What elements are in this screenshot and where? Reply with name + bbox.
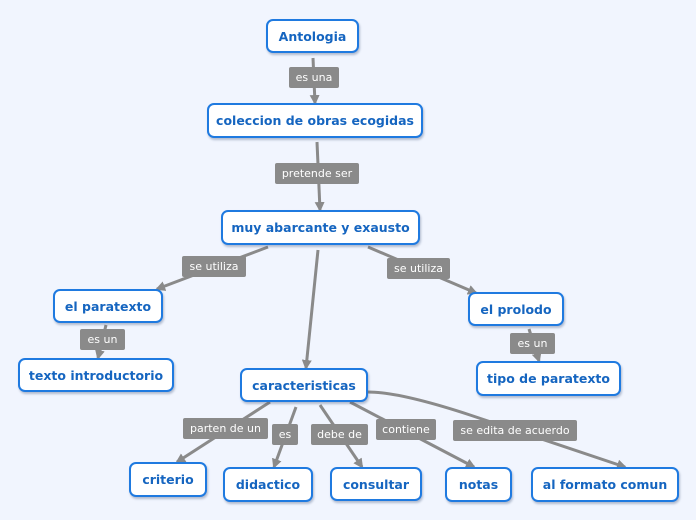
link-label-contiene[interactable]: contiene bbox=[376, 419, 436, 440]
link-label-es[interactable]: es bbox=[272, 424, 298, 445]
node-antologia[interactable]: Antologia bbox=[266, 19, 359, 53]
node-notas[interactable]: notas bbox=[445, 467, 512, 502]
node-coleccion[interactable]: coleccion de obras ecogidas bbox=[207, 103, 423, 138]
node-prolodo[interactable]: el prolodo bbox=[468, 292, 564, 326]
node-criterio[interactable]: criterio bbox=[129, 462, 207, 497]
edge-caract-formato bbox=[367, 390, 627, 470]
edge-abarcante-caracteristicas bbox=[301, 249, 320, 370]
node-formato-comun[interactable]: al formato comun bbox=[531, 467, 679, 502]
node-consultar[interactable]: consultar bbox=[330, 467, 422, 501]
node-didactico[interactable]: didactico bbox=[223, 467, 313, 502]
node-tipo-paratexto[interactable]: tipo de paratexto bbox=[476, 361, 621, 396]
link-label-parten-de-un[interactable]: parten de un bbox=[183, 418, 268, 439]
link-label-es-una[interactable]: es una bbox=[289, 67, 339, 88]
link-label-debe-de[interactable]: debe de bbox=[311, 424, 368, 445]
node-abarcante[interactable]: muy abarcante y exausto bbox=[221, 210, 420, 245]
link-label-se-utiliza-right[interactable]: se utiliza bbox=[387, 258, 450, 279]
link-label-es-un-right[interactable]: es un bbox=[510, 333, 555, 354]
link-label-pretende-ser[interactable]: pretende ser bbox=[275, 163, 359, 184]
link-label-se-edita-de-acuerdo[interactable]: se edita de acuerdo bbox=[453, 420, 577, 441]
node-paratexto[interactable]: el paratexto bbox=[53, 289, 163, 323]
link-label-es-un-left[interactable]: es un bbox=[80, 329, 125, 350]
link-label-se-utiliza-left[interactable]: se utiliza bbox=[182, 256, 246, 277]
node-texto-introductorio[interactable]: texto introductorio bbox=[18, 358, 174, 392]
node-caracteristicas[interactable]: caracteristicas bbox=[240, 368, 368, 402]
